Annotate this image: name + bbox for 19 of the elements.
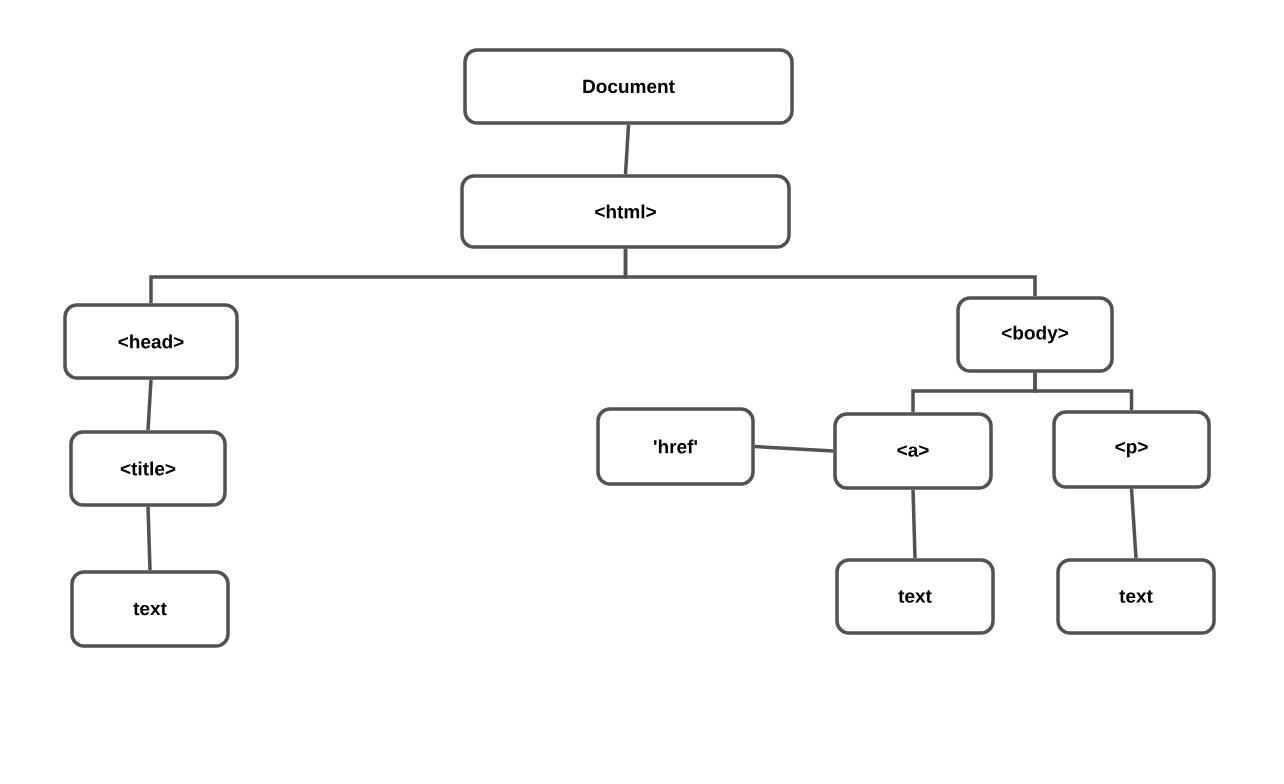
connector-line (911, 489, 917, 559)
connector-line (146, 379, 153, 431)
connector-line (1129, 488, 1138, 559)
node-box: <html> (460, 174, 791, 249)
connector-line (1033, 372, 1134, 411)
node-box: 'href' (596, 407, 755, 486)
node-box: <title> (69, 430, 227, 507)
connector-line (754, 444, 834, 453)
node-box: text (835, 558, 995, 635)
node-box: <a> (833, 412, 993, 490)
node-box: <head> (63, 303, 239, 380)
node-box: text (1056, 558, 1216, 635)
connector-line (623, 124, 631, 175)
node-box: Document (463, 48, 794, 125)
connector-line (623, 248, 1037, 297)
node-box: <p> (1052, 410, 1211, 489)
node-box: <body> (956, 296, 1114, 373)
connector-line (146, 506, 152, 571)
node-box: text (70, 570, 230, 648)
